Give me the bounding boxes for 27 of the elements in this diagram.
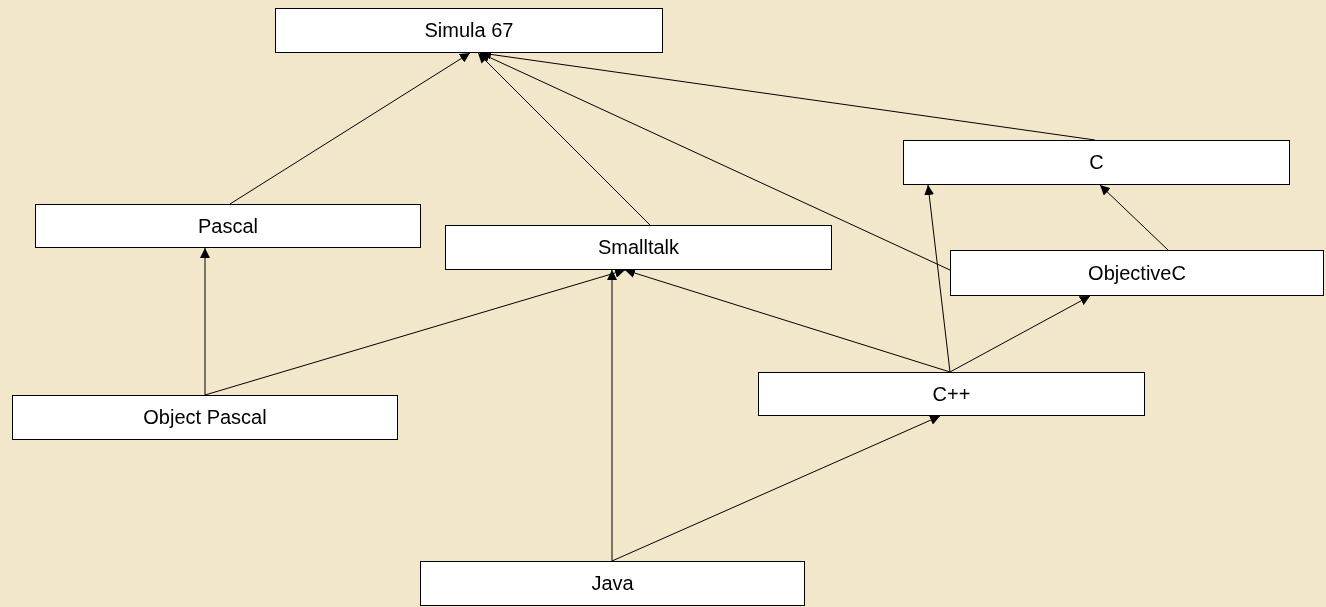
language-box — [950, 250, 1324, 296]
language-name: Pascal — [198, 214, 258, 238]
language-box — [420, 561, 805, 606]
language-name: Simula 67 — [424, 19, 514, 42]
language-box — [445, 225, 832, 270]
arrow — [624, 268, 951, 373]
language-name: Smalltalk — [597, 236, 680, 259]
language-name: C++ — [932, 382, 971, 406]
arrow — [204, 268, 626, 396]
arrow — [607, 269, 617, 562]
language-name: Java — [591, 572, 634, 595]
language-box — [758, 372, 1145, 416]
arrow — [479, 52, 951, 271]
language-name: C — [1089, 151, 1104, 174]
arrow — [477, 52, 651, 226]
language-box — [275, 8, 663, 53]
language-box — [35, 204, 421, 248]
arrow — [949, 295, 1091, 373]
language-name: ObjectiveC — [1088, 261, 1186, 285]
arrow — [229, 52, 471, 205]
language-box — [12, 395, 398, 440]
arrow — [200, 247, 210, 396]
language-box — [903, 140, 1290, 185]
arrow — [1099, 184, 1169, 251]
arrow — [611, 415, 941, 562]
language-name: Object Pascal — [143, 406, 267, 429]
arrow — [924, 184, 951, 373]
